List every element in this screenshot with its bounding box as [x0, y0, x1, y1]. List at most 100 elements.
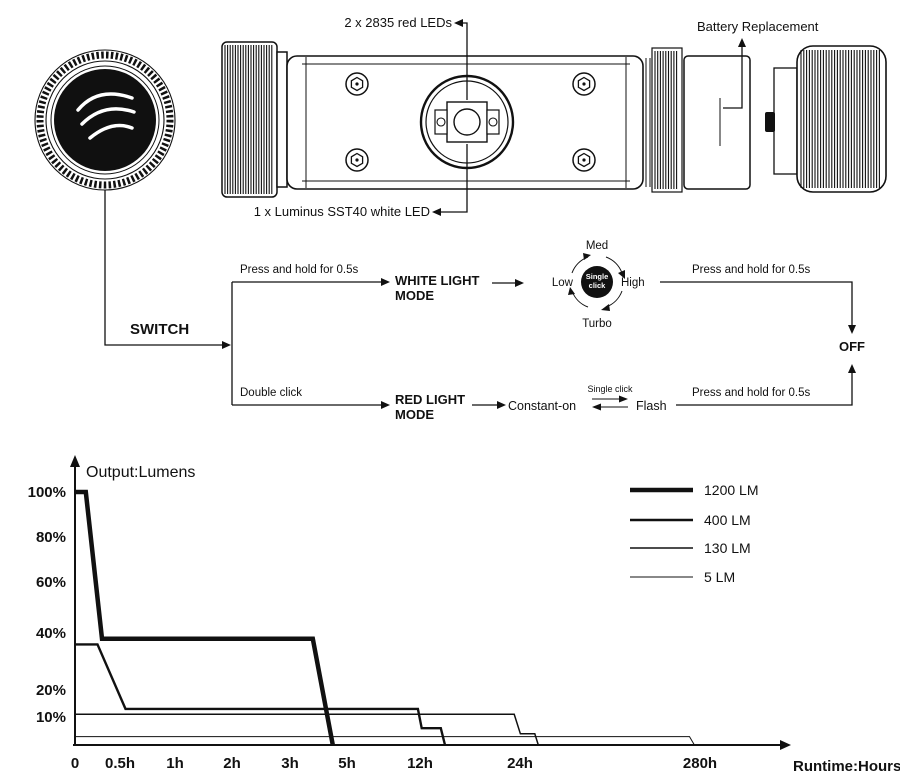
cycle-turbo-label: Turbo [582, 318, 612, 330]
cycle-arrowhead-icon [618, 270, 625, 279]
y-tick-label: 10% [36, 709, 66, 726]
battery-arrowhead-icon [738, 38, 746, 47]
x-tick-label: 0.5h [105, 755, 135, 772]
legend-label: 400 LM [704, 512, 751, 528]
y-axis-arrowhead-icon [70, 455, 80, 467]
y-axis-title: Output:Lumens [86, 464, 195, 481]
series-line-5-lm [75, 736, 695, 746]
series-line-400-lm [75, 643, 447, 746]
screw-hex-icon [577, 152, 591, 168]
cycle-arc [605, 256, 623, 274]
red-mode-label-line2: MODE [395, 407, 434, 422]
callout-labels: 2 x 2835 red LEDs 1 x Luminus SST40 whit… [254, 15, 819, 219]
red-leds-label: 2 x 2835 red LEDs [344, 15, 452, 30]
cycle-low-label: Low [552, 277, 574, 289]
red-to-off-line [676, 372, 853, 406]
white-led [453, 108, 481, 136]
mode-flowchart: SWITCH Press and hold for 0.5s WHITE LIG… [104, 190, 865, 422]
cycle-arrowhead-icon [583, 253, 591, 260]
brightness-cycle: Med Low High Turbo Single click [552, 240, 645, 330]
x-axis-title: Runtime:Hours [793, 758, 900, 775]
white-led-arrowhead-icon [432, 208, 441, 216]
tailcap-body [796, 45, 887, 193]
white-branch-arrowhead-icon [381, 278, 390, 286]
headlamp-top-view [221, 41, 751, 198]
press-hold-label-2: Press and hold for 0.5s [692, 264, 811, 276]
toggle-right-arrowhead-icon [619, 395, 628, 403]
cycle-arrowhead-icon [568, 287, 575, 295]
headlamp-front-view [34, 49, 176, 191]
press-hold-label-1: Press and hold for 0.5s [240, 264, 359, 276]
off-up-arrowhead-icon [848, 364, 856, 373]
single-click-badge-line2: click [589, 281, 607, 290]
single-click-badge [581, 266, 613, 298]
y-tick-label: 100% [28, 484, 66, 501]
y-tick-label: 60% [36, 574, 66, 591]
white-mode-label-line1: WHITE LIGHT [395, 273, 480, 288]
battery-label: Battery Replacement [697, 19, 819, 34]
cycle-arrowhead-icon [601, 304, 610, 311]
cycle-arc [571, 256, 589, 274]
screw-hex-icon [577, 76, 591, 92]
single-click-badge-line1: Single [586, 272, 609, 281]
x-tick-label: 12h [407, 755, 433, 772]
red-branch-arrowhead-icon [381, 401, 390, 409]
thread-section [651, 47, 683, 193]
off-down-arrowhead-icon [848, 325, 856, 334]
toggle-left-arrowhead-icon [592, 403, 601, 411]
red-led-right [486, 109, 500, 135]
lens-knurl-ring [36, 51, 174, 189]
cycle-high-label: High [621, 277, 645, 289]
battery-tube [683, 55, 751, 190]
white-led-leader [437, 144, 468, 213]
cycle-med-label: Med [586, 240, 608, 252]
x-tick-label: 3h [281, 755, 299, 772]
flash-label: Flash [636, 399, 667, 413]
tailcap-plug [773, 67, 798, 175]
x-tick-label: 280h [683, 755, 717, 772]
x-tick-label: 5h [338, 755, 356, 772]
single-click-small-label: Single click [587, 384, 633, 394]
y-tick-labels: 100%80%60%40%20%10% [28, 484, 66, 726]
red-led-left [434, 109, 448, 135]
press-hold-label-3: Press and hold for 0.5s [692, 387, 811, 399]
legend-label: 130 LM [704, 540, 751, 556]
thread-lines [654, 51, 678, 189]
screw-hex-icon [350, 152, 364, 168]
screw-center-dot [355, 82, 359, 86]
constant-on-label: Constant-on [508, 399, 576, 413]
bezel-step [276, 51, 288, 188]
legend-label: 5 LM [704, 569, 735, 585]
to-constant-arrowhead-icon [497, 401, 506, 409]
white-mode-label-line2: MODE [395, 288, 434, 303]
y-tick-label: 80% [36, 529, 66, 546]
off-label: OFF [839, 339, 865, 354]
brand-logo-icon [76, 92, 136, 140]
switch-label: SWITCH [130, 321, 189, 338]
hex-screws [345, 72, 596, 172]
led-assembly [419, 74, 515, 170]
double-click-label: Double click [240, 387, 302, 399]
battery-leader [723, 45, 743, 109]
lens-ring-2 [45, 60, 165, 180]
runtime-chart: Output:Lumens Runtime:Hours 100% 80% 60% 40… [28, 455, 900, 775]
series-line-130-lm [75, 713, 540, 746]
white-led-label: 1 x Luminus SST40 white LED [254, 204, 430, 219]
tailcap-view [765, 45, 887, 193]
screw-center-dot [582, 158, 586, 162]
bezel-knurling [224, 45, 273, 194]
switch-leader [104, 190, 223, 346]
x-tick-label: 1h [166, 755, 184, 772]
x-axis-arrowhead-icon [780, 740, 791, 750]
white-led-housing [446, 101, 488, 143]
series-lines [75, 489, 695, 746]
red-mode-label-line1: RED LIGHT [395, 392, 465, 407]
tailcap-knurling [800, 50, 880, 188]
x-tick-label: 24h [507, 755, 533, 772]
series-line-1200-lm [75, 489, 336, 746]
legend-label: 1200 LM [704, 482, 758, 498]
screw-center-dot [355, 158, 359, 162]
lens-ring-3 [50, 65, 160, 175]
y-tick-label: 40% [36, 625, 66, 642]
